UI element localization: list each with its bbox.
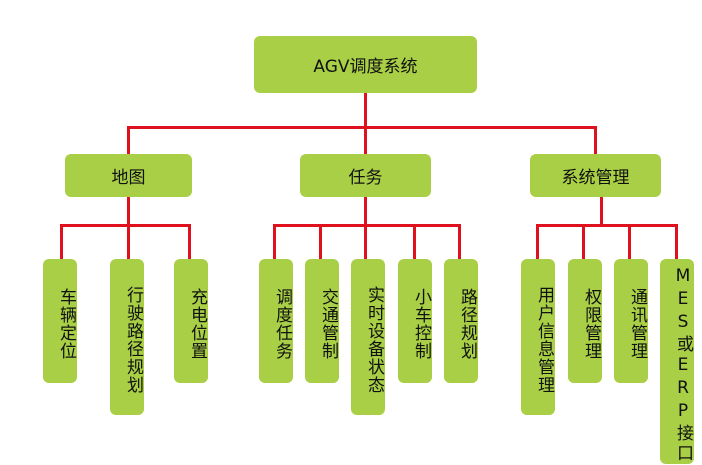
sysmgmt-child-communication: 通讯管理 (614, 259, 648, 383)
tasks-child-realtime-device-status: 实时设备状态 (351, 259, 385, 415)
connector-tasks-bus (273, 224, 461, 227)
connector-sysmgmt-child-2 (582, 224, 585, 260)
connector-to-tasks (364, 126, 367, 155)
connector-tasks-child-4 (413, 224, 416, 260)
map-node: 地图 (65, 154, 192, 197)
connector-tasks-child-2 (319, 224, 322, 260)
sysmgmt-child-user-info: 用户信息管理 (521, 259, 555, 415)
connector-tasks-stem (364, 197, 367, 226)
connector-to-map (127, 126, 130, 155)
sysmgmt-node: 系统管理 (530, 154, 661, 197)
connector-root-bus (127, 126, 597, 129)
connector-map-stem (127, 197, 130, 226)
root-node: AGV调度系统 (254, 36, 477, 93)
connector-sysmgmt-child-1 (536, 224, 539, 260)
connector-root-stem (364, 93, 367, 128)
tasks-child-dispatch-task: 调度任务 (259, 259, 293, 383)
map-node-label: 地图 (111, 168, 146, 188)
map-child-travel-path-planning: 行驶路径规划 (110, 259, 144, 415)
connector-map-child-2 (127, 224, 130, 260)
connector-tasks-child-5 (458, 224, 461, 260)
connector-sysmgmt-child-4 (675, 224, 678, 260)
tasks-child-traffic-control: 交通管制 (305, 259, 339, 383)
root-node-label: AGV调度系统 (313, 57, 418, 77)
tasks-node-label: 任务 (348, 168, 383, 188)
sysmgmt-child-permissions: 权限管理 (568, 259, 602, 383)
tasks-child-vehicle-control: 小车控制 (398, 259, 432, 383)
map-child-vehicle-positioning: 车辆定位 (43, 259, 77, 383)
connector-sysmgmt-bus (536, 224, 678, 227)
sysmgmt-child-mes-erp-interface: MES或ERP接口 (660, 259, 694, 464)
connector-map-child-3 (188, 224, 191, 260)
connector-map-bus (60, 224, 191, 227)
connector-tasks-child-1 (273, 224, 276, 260)
connector-map-child-1 (60, 224, 63, 260)
tasks-child-path-planning: 路径规划 (444, 259, 478, 383)
connector-sysmgmt-child-3 (628, 224, 631, 260)
map-child-charging-location: 充电位置 (174, 259, 208, 383)
connector-sysmgmt-stem (600, 197, 603, 226)
connector-to-sysmgmt (594, 126, 597, 155)
sysmgmt-node-label: 系统管理 (561, 168, 630, 188)
connector-tasks-child-3 (364, 224, 367, 260)
tasks-node: 任务 (300, 154, 431, 197)
